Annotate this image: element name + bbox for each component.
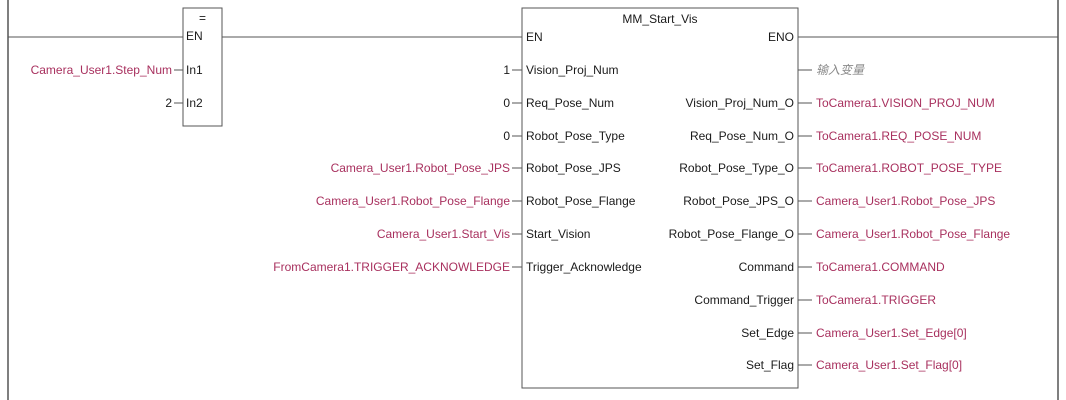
fb-input-pin: Trigger_Acknowledge (526, 260, 642, 274)
fb-en-pin: EN (526, 30, 543, 44)
fb-input-pin: Start_Vision (526, 227, 591, 241)
fb-input-variable[interactable]: FromCamera1.TRIGGER_ACKNOWLEDGE (273, 260, 510, 274)
fb-input-variable[interactable]: Camera_User1.Robot_Pose_JPS (330, 161, 510, 175)
fb-input-constant[interactable]: 0 (503, 129, 510, 143)
fb-output-variable[interactable]: Camera_User1.Set_Edge[0] (816, 326, 967, 340)
pin-connection-stubs (174, 69, 812, 366)
fb-output-pin: Req_Pose_Num_O (689, 129, 794, 143)
fb-input-constant[interactable]: 0 (503, 96, 510, 110)
fb-output-variable[interactable]: Camera_User1.Robot_Pose_Flange (816, 227, 1011, 241)
fb-output-variable[interactable]: ToCamera1.ROBOT_POSE_TYPE (816, 161, 1003, 175)
fb-output-variable[interactable]: ToCamera1.TRIGGER (816, 293, 937, 307)
fb-output-pin: Vision_Proj_Num_O (685, 96, 795, 110)
compare-block-box[interactable] (182, 7, 223, 127)
fb-output-pin: Set_Edge (741, 326, 794, 340)
fb-output-variable[interactable]: ToCamera1.REQ_POSE_NUM (816, 129, 982, 143)
compare-block-symbol: = (198, 11, 206, 25)
fb-output-pin: Robot_Pose_Type_O (679, 161, 794, 175)
fb-input-pin: Req_Pose_Num (526, 96, 615, 110)
fb-output-pin: Command (738, 260, 794, 274)
fb-input-pin: Robot_Pose_Flange (526, 194, 636, 208)
fb-output-placeholder-note[interactable]: 输入变量 (816, 63, 865, 77)
fb-output-pin: Robot_Pose_Flange_O (668, 227, 794, 241)
fb-input-pin: Robot_Pose_Type (526, 129, 625, 143)
fb-title: MM_Start_Vis (622, 12, 698, 26)
fb-input-variable[interactable]: Camera_User1.Start_Vis (376, 227, 510, 241)
fb-input-variable[interactable]: Camera_User1.Robot_Pose_Flange (315, 194, 510, 208)
compare-in2-constant[interactable]: 2 (165, 96, 172, 110)
fb-input-constant[interactable]: 1 (503, 63, 510, 77)
compare-block-in2-pin: In2 (186, 96, 203, 110)
fb-box[interactable] (521, 7, 799, 389)
fb-output-variable[interactable]: ToCamera1.COMMAND (816, 260, 945, 274)
compare-in1-variable[interactable]: Camera_User1.Step_Num (30, 63, 172, 77)
fb-output-variable[interactable]: Camera_User1.Robot_Pose_JPS (816, 194, 996, 208)
compare-block-in1-pin: In1 (186, 63, 203, 77)
fb-input-pin: Vision_Proj_Num (526, 63, 619, 77)
fb-output-pin: Robot_Pose_JPS_O (683, 194, 794, 208)
fb-output-variable[interactable]: ToCamera1.VISION_PROJ_NUM (816, 96, 995, 110)
fb-input-pin: Robot_Pose_JPS (526, 161, 621, 175)
fb-eno-pin: ENO (767, 30, 794, 44)
fb-output-variable[interactable]: Camera_User1.Set_Flag[0] (816, 358, 963, 372)
compare-block-en-pin: EN (186, 29, 203, 43)
fb-output-pin: Command_Trigger (694, 293, 794, 307)
fb-output-pin: Set_Flag (745, 358, 794, 372)
